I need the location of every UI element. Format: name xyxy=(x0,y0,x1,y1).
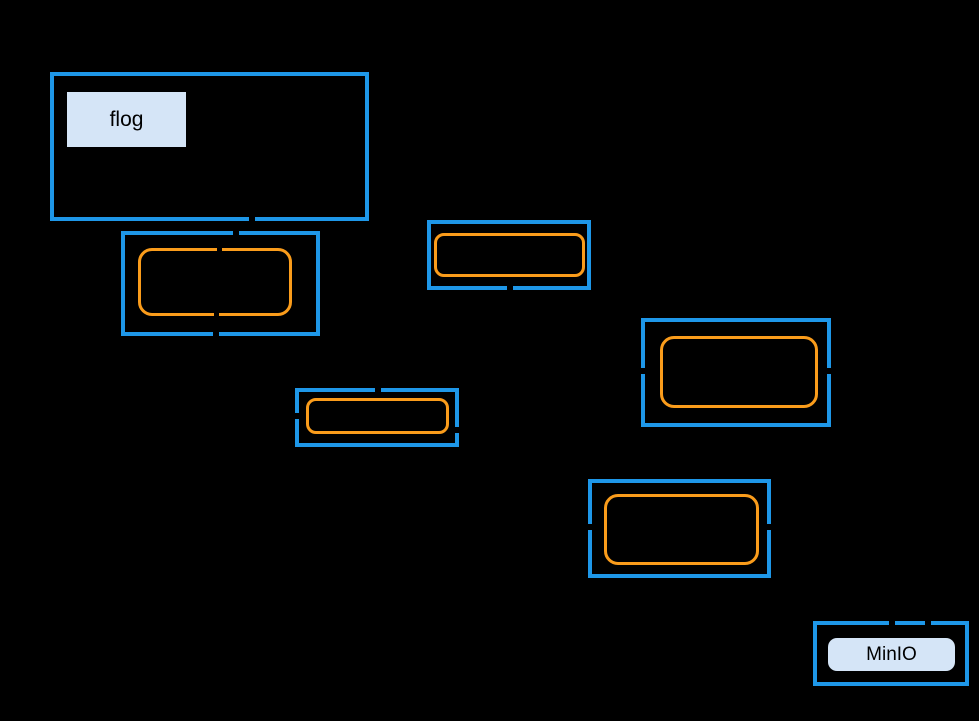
node-1 xyxy=(138,248,292,316)
frame-flog-group xyxy=(50,72,369,221)
connector-stub xyxy=(375,385,381,395)
connector-stub xyxy=(217,245,222,252)
connector-stub xyxy=(233,228,239,238)
node-4 xyxy=(660,336,818,408)
connector-stub xyxy=(292,413,302,419)
connector-stub xyxy=(824,368,834,374)
flog-label-chip: flog xyxy=(67,92,186,147)
connector-stub xyxy=(249,215,255,225)
connector-stub xyxy=(925,618,931,628)
node-5 xyxy=(604,494,759,565)
connector-stub xyxy=(213,329,219,339)
node-2 xyxy=(434,233,585,277)
connector-stub xyxy=(764,524,774,530)
frame-node-1 xyxy=(121,231,320,336)
minio-label-chip: MinIO xyxy=(828,638,955,671)
connector-stub xyxy=(507,283,513,293)
connector-stub xyxy=(584,524,594,530)
node-3 xyxy=(306,398,449,434)
connector-stub xyxy=(889,618,895,628)
connector-stub xyxy=(452,427,462,433)
connector-stub xyxy=(637,368,647,374)
flog-label: flog xyxy=(109,107,144,131)
minio-label: MinIO xyxy=(866,643,917,665)
connector-stub xyxy=(214,311,219,318)
